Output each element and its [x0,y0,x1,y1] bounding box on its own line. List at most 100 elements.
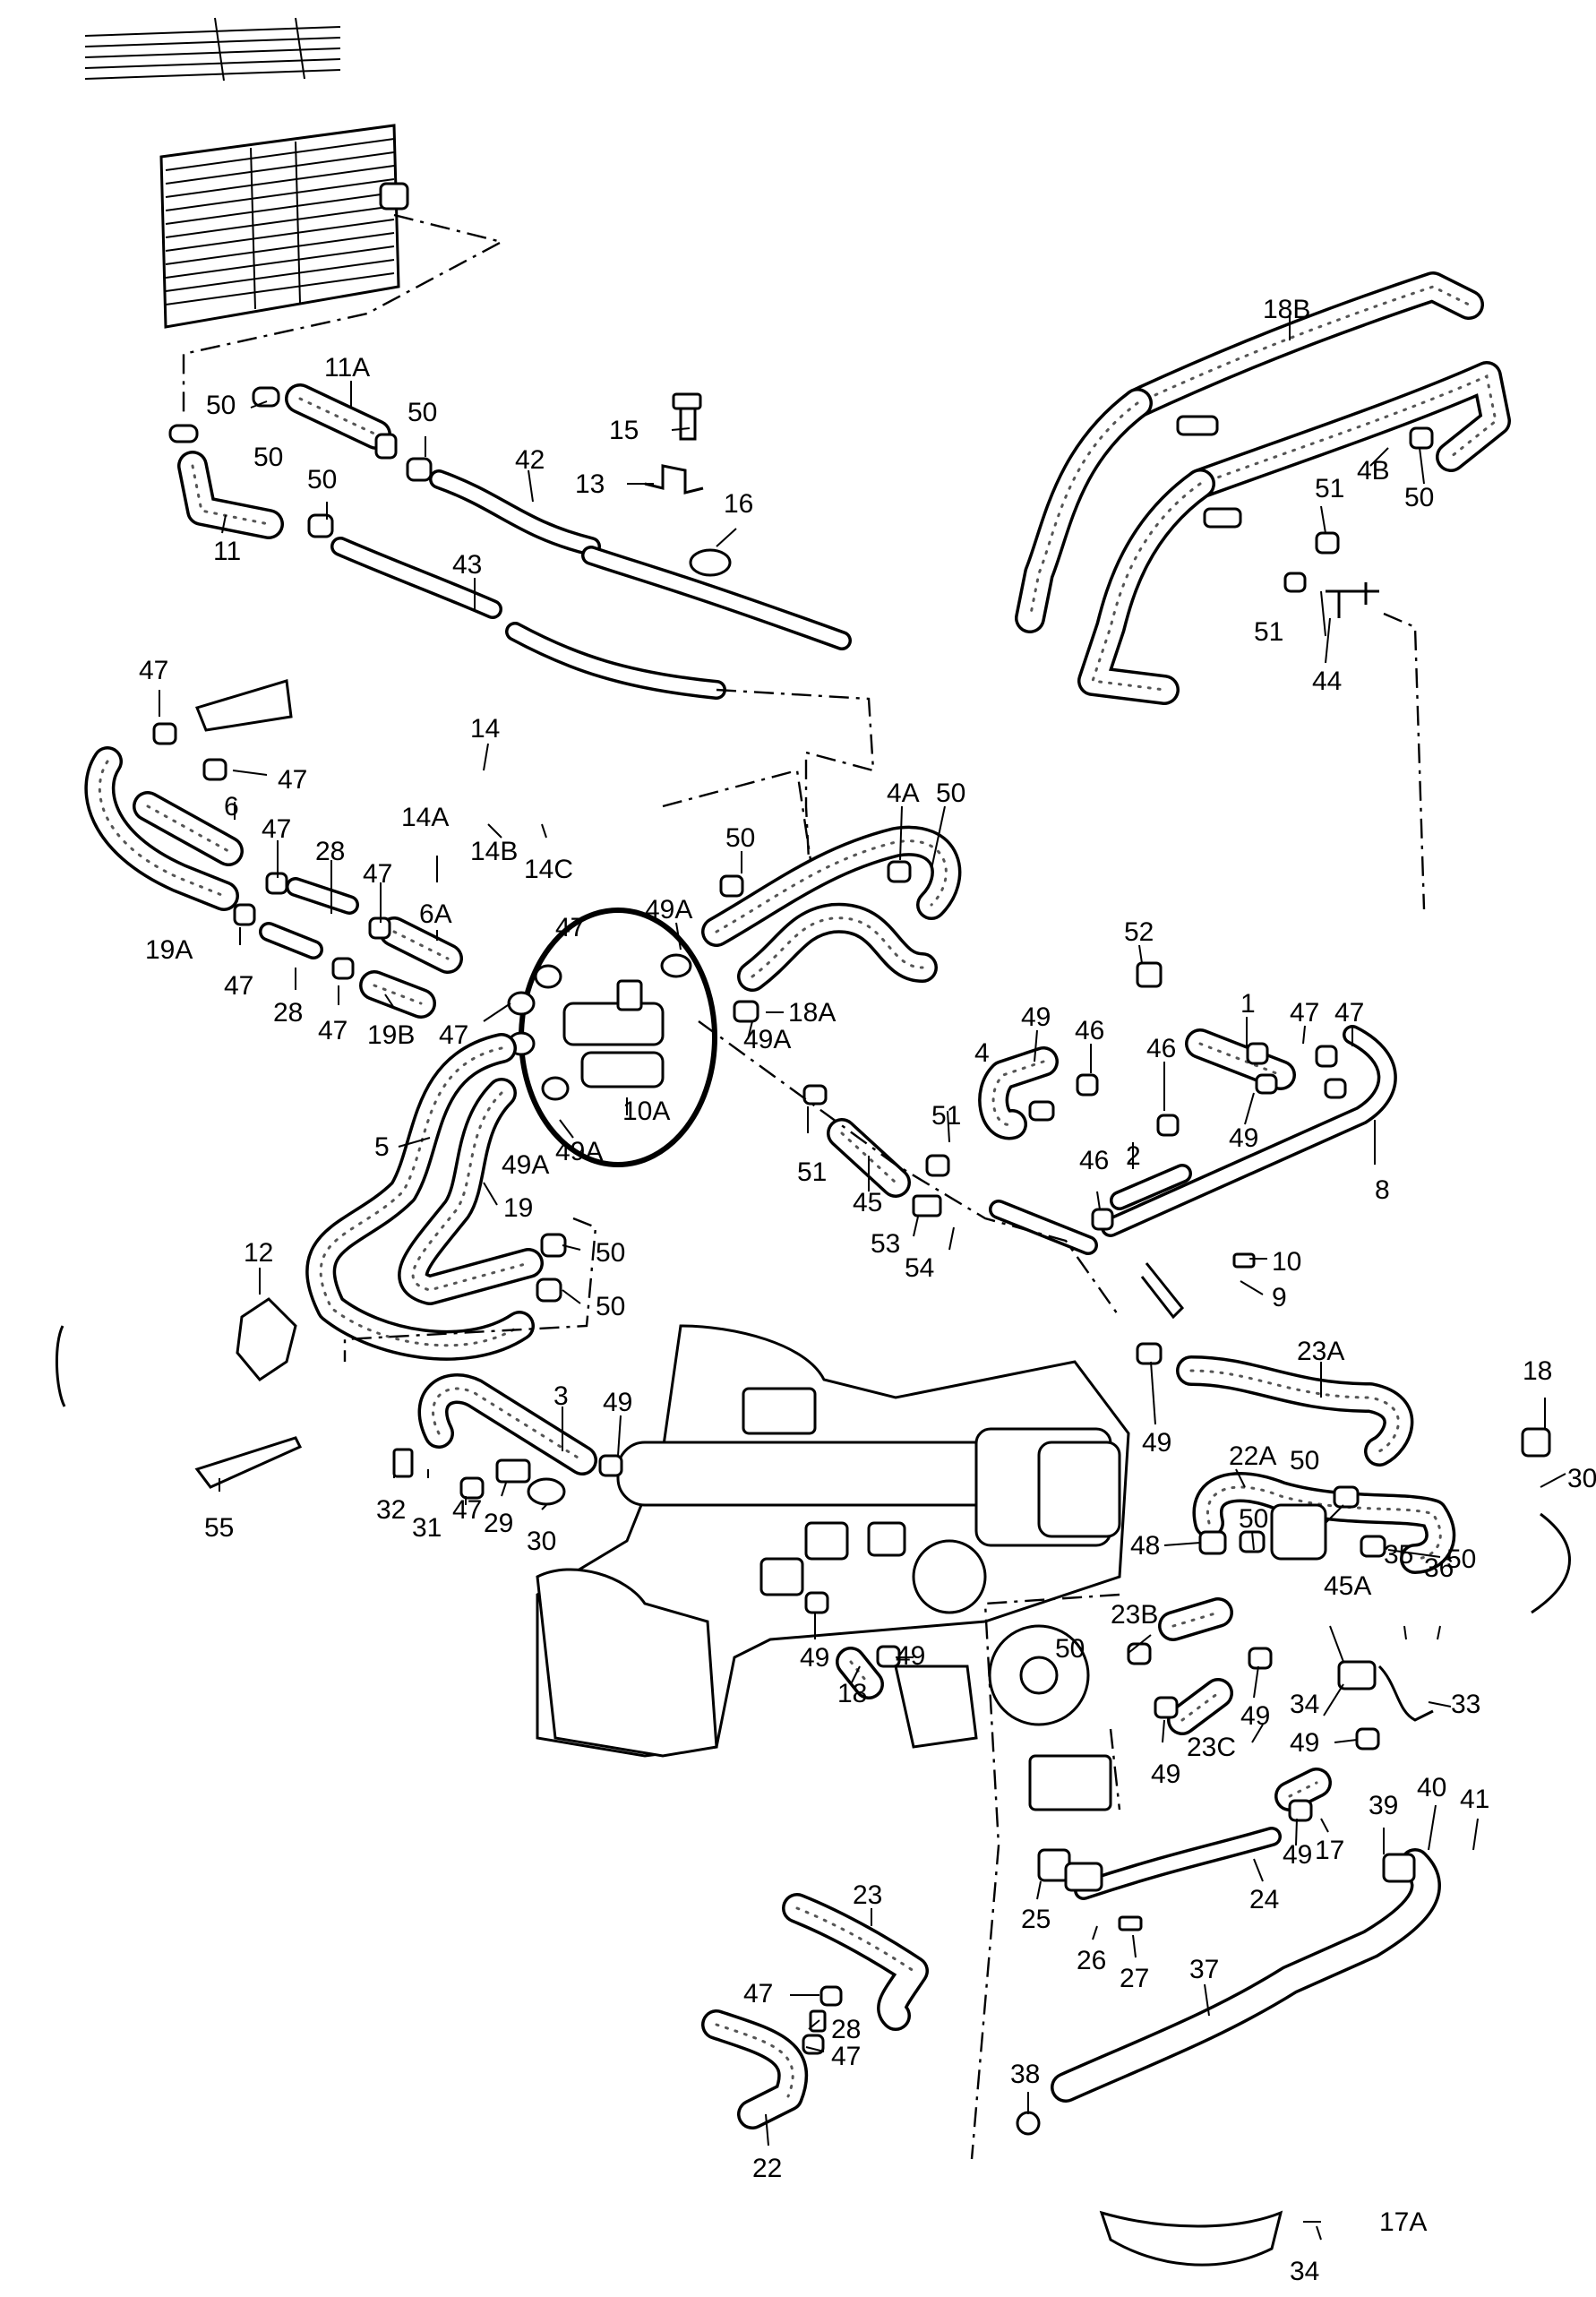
callout-32: 32 [376,1495,406,1525]
callout-15: 15 [609,416,639,445]
callout-47: 47 [1290,998,1319,1028]
callout-50: 50 [408,398,437,427]
callout-31: 31 [412,1513,442,1543]
callout-50: 50 [1239,1504,1268,1534]
callout-12: 12 [244,1238,273,1268]
callout-47: 47 [831,2042,861,2071]
upper-hoses [168,383,875,897]
callout-34: 34 [1290,2257,1319,2286]
callout-14c: 14C [524,855,573,884]
callout-4: 4 [974,1038,990,1068]
callout-50: 50 [206,391,236,420]
callout-6: 6 [224,792,239,822]
callout-47: 47 [555,913,585,942]
callout-23b: 23B [1111,1600,1158,1630]
callout-50: 50 [596,1292,625,1321]
radiator [84,17,505,412]
bottom-pipes [970,1593,1441,2267]
engine-block [536,1324,1130,1811]
callout-26: 26 [1077,1946,1106,1975]
heater-hoses-top-right [1015,271,1511,910]
callout-22a: 22A [1229,1441,1276,1471]
callout-49a: 49A [555,1137,603,1166]
callout-23c: 23C [1187,1733,1236,1762]
lower-hoses [417,1342,1571,1822]
callout-46: 46 [1079,1146,1109,1175]
callout-47: 47 [743,1979,773,2009]
callout-50: 50 [1055,1634,1085,1664]
callout-41: 41 [1460,1785,1489,1814]
callout-36: 36 [1424,1553,1454,1583]
callout-3: 3 [553,1381,569,1411]
callout-55: 55 [204,1513,234,1543]
callout-18: 18 [1523,1356,1552,1386]
callout-49: 49 [1021,1002,1051,1032]
callout-49: 49 [1151,1759,1180,1789]
callout-39: 39 [1369,1791,1398,1820]
callout-49a: 49A [743,1025,791,1054]
radiator-core-hatch [165,138,395,310]
callout-10a: 10A [622,1097,670,1126]
callout-2: 2 [1126,1141,1141,1171]
callout-29: 29 [484,1509,513,1538]
callout-18: 18 [837,1679,867,1708]
callout-47: 47 [318,1016,348,1045]
callout-18b: 18B [1263,295,1310,324]
callout-51: 51 [1254,617,1283,647]
clip-parts [56,1297,303,1489]
callout-35: 35 [1384,1540,1413,1570]
callout-24: 24 [1249,1885,1279,1914]
callout-30: 30 [527,1527,556,1556]
callout-47: 47 [1334,998,1364,1028]
callout-4b: 4B [1357,456,1390,486]
callout-22: 22 [752,2154,782,2183]
callout-13: 13 [575,469,605,499]
callout-50: 50 [596,1238,625,1268]
callout-49: 49 [1229,1123,1258,1153]
callout-9: 9 [1272,1283,1287,1312]
callout-47: 47 [262,814,291,844]
callout-14b: 14B [470,837,518,866]
callout-17: 17 [1315,1836,1344,1865]
callout-16: 16 [724,489,753,519]
callout-43: 43 [452,550,482,580]
callout-49: 49 [896,1641,925,1671]
callout-44: 44 [1312,667,1342,696]
callout-50: 50 [1290,1446,1319,1475]
callout-47: 47 [139,656,168,685]
callout-47: 47 [224,971,253,1001]
right-hose-group [698,961,1397,1320]
callout-47: 47 [278,765,307,795]
callout-6a: 6A [419,899,452,929]
callout-50: 50 [1404,483,1434,512]
callout-8: 8 [1375,1175,1390,1205]
callout-50: 50 [1446,1544,1476,1574]
callout-38: 38 [1010,2060,1040,2089]
callout-27: 27 [1120,1964,1149,1993]
callout-19b: 19B [367,1020,415,1050]
callout-49a: 49A [502,1150,549,1180]
callout-47: 47 [363,859,392,889]
callout-49: 49 [1240,1701,1270,1731]
callout-49: 49 [603,1388,632,1417]
callout-52: 52 [1124,917,1154,947]
callout-47: 47 [452,1495,482,1525]
callout-14: 14 [470,714,500,744]
callout-46: 46 [1075,1016,1104,1045]
callout-23: 23 [853,1880,882,1910]
callout-18a: 18A [788,998,836,1028]
small-fittings [392,1448,566,1506]
callout-49: 49 [800,1643,829,1673]
callout-11: 11 [213,537,241,566]
callout-4a: 4A [887,779,920,808]
callout-49: 49 [1290,1728,1319,1758]
callout-49: 49 [1283,1840,1312,1870]
callout-28: 28 [315,837,345,866]
callout-48: 48 [1130,1531,1160,1561]
callout-11a: 11A [324,353,370,383]
callout-53: 53 [871,1229,900,1259]
callout-51: 51 [797,1157,827,1187]
leader-lines [159,314,1566,2241]
callout-45a: 45A [1324,1571,1371,1601]
